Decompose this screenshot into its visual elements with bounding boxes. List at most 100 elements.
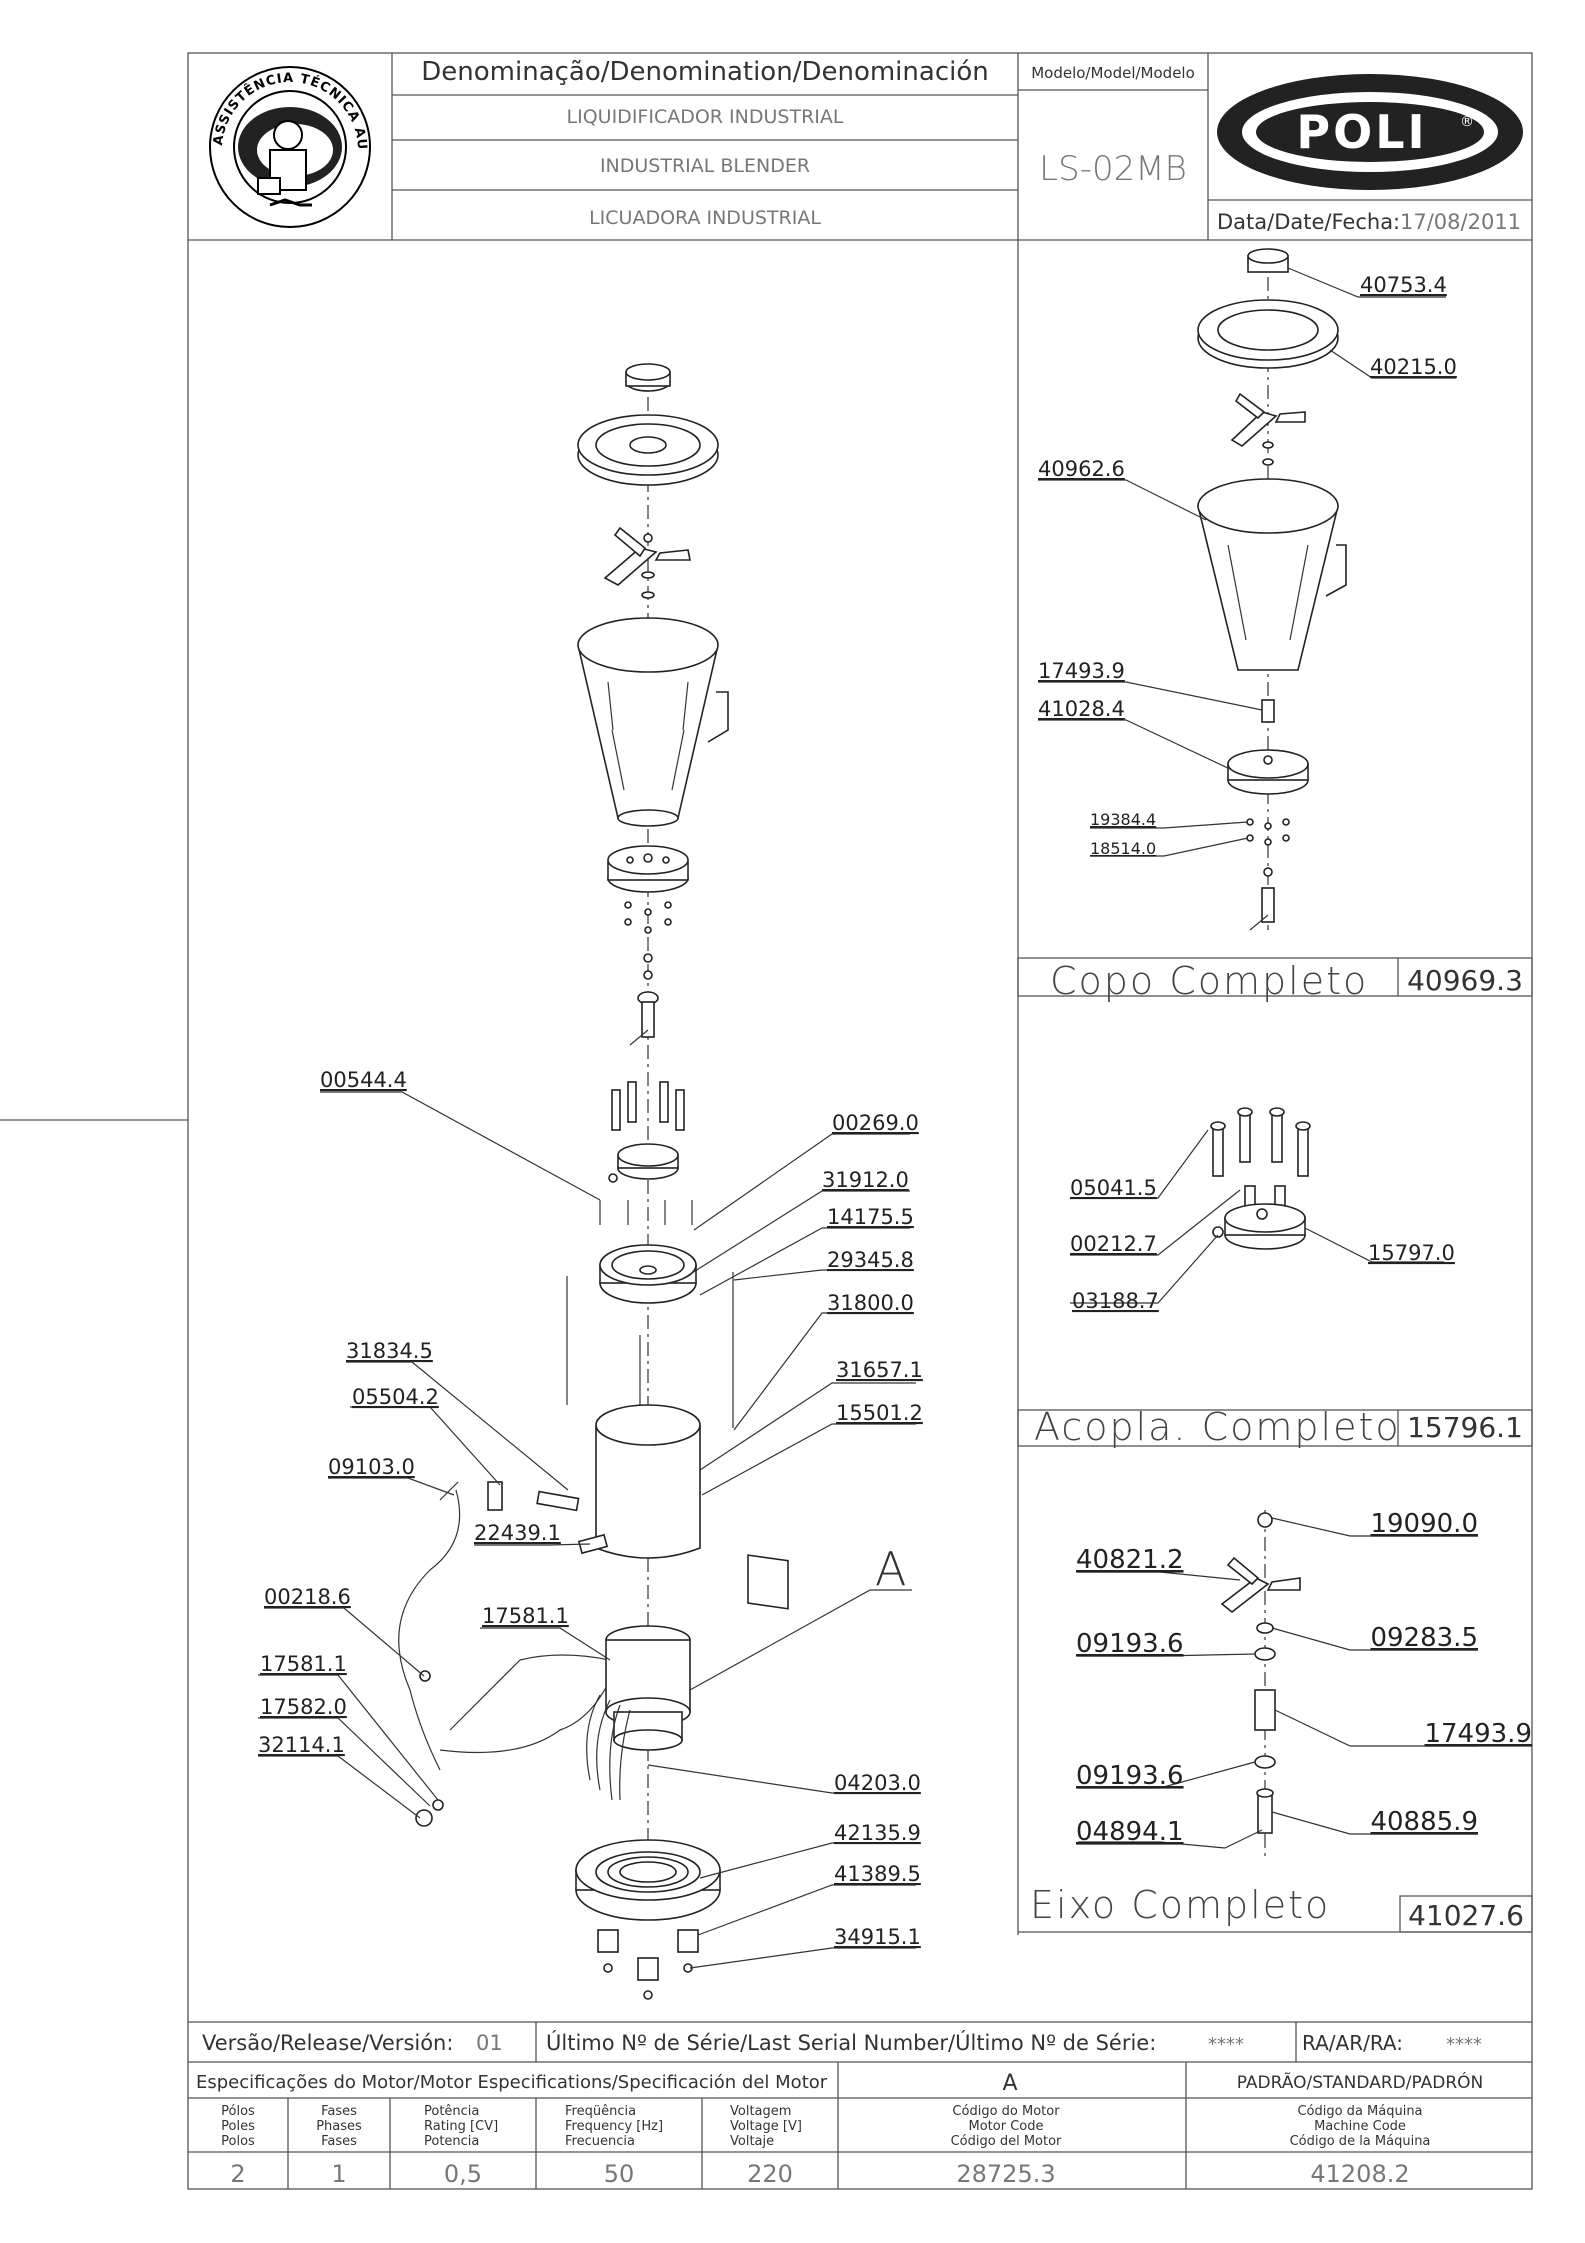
lid-cap	[625, 363, 671, 392]
part-number-15797-0: 15797.0	[1368, 1241, 1455, 1265]
standard-label: PADRÃO/STANDARD/PADRÓN	[1237, 2071, 1484, 2093]
part-number-14175-5: 14175.5	[827, 1205, 914, 1229]
svg-text:Poles: Poles	[221, 2119, 255, 2134]
svg-text:Código del Motor: Código del Motor	[951, 2134, 1062, 2149]
part-number-00544-4: 00544.4	[320, 1068, 407, 1092]
brand-name: POLI	[1296, 105, 1427, 159]
cup-assembly-code: 40969.3	[1407, 964, 1523, 997]
drawing-frame	[0, 52, 1533, 2190]
part-number-15501-2: 15501.2	[836, 1401, 923, 1425]
model-value: LS-02MB	[1039, 149, 1187, 189]
svg-text:Motor Code: Motor Code	[969, 2119, 1044, 2134]
part-number-31834-5: 31834.5	[346, 1339, 433, 1363]
product-name-pt: LIQUIDIFICADOR INDUSTRIAL	[567, 106, 844, 128]
col-frequency: Freqüência Frequency [Hz] Frecuencia 50	[565, 2104, 663, 2188]
version-value: 01	[476, 2031, 503, 2055]
poli-brand-logo: POLI ®	[1217, 74, 1523, 190]
part-number-40962-6: 40962.6	[1038, 457, 1125, 481]
product-name-en: INDUSTRIAL BLENDER	[600, 155, 810, 177]
svg-text:Voltage [V]: Voltage [V]	[730, 2119, 802, 2134]
part-number-17493-9-cup: 17493.9	[1038, 659, 1125, 683]
serial-label: Último Nº de Série/Last Serial Number/Úl…	[546, 2030, 1156, 2055]
shaft-assembly-detail: 19090.0 40821.2 09283.5 09193.6 17493.9 …	[1030, 1509, 1532, 1932]
coupling-assembly-code: 15796.1	[1407, 1411, 1523, 1444]
part-number-41028-4: 41028.4	[1038, 697, 1125, 721]
power-cable	[398, 1481, 611, 1827]
svg-text:Pólos: Pólos	[221, 2104, 255, 2119]
part-number-17582-0: 17582.0	[260, 1695, 347, 1719]
voltage-value: 220	[747, 2160, 793, 2188]
poles-value: 2	[230, 2160, 245, 2188]
part-number-18514-0: 18514.0	[1090, 839, 1156, 858]
svg-text:Fases: Fases	[321, 2134, 357, 2149]
screws	[599, 1200, 693, 1225]
svg-text:Potencia: Potencia	[424, 2134, 479, 2149]
date-label: Data/Date/Fecha:	[1217, 210, 1400, 234]
svg-text:Voltagem: Voltagem	[730, 2104, 791, 2119]
part-number-34915-1: 34915.1	[834, 1925, 921, 1949]
part-number-40215-0: 40215.0	[1370, 355, 1457, 379]
col-voltage: Voltagem Voltage [V] Voltaje 220	[730, 2104, 802, 2188]
switch-and-capacitor	[487, 1481, 609, 1555]
part-number-17581-1-cable: 17581.1	[260, 1652, 347, 1676]
svg-text:Código da Máquina: Código da Máquina	[1297, 2104, 1422, 2119]
authorized-service-seal-logo: ASSISTÊNCIA TÉCNICA AUTORIZADA	[0, 0, 371, 228]
detail-a-marker: A	[875, 1542, 906, 1596]
shaft-assembly-title: Eixo Completo	[1030, 1883, 1330, 1927]
brand-registered-mark: ®	[1460, 114, 1474, 130]
motor-housing	[595, 1404, 789, 1610]
title-block: ASSISTÊNCIA TÉCNICA AUTORIZADA Denominaç…	[0, 0, 1523, 234]
motor-code-value: 28725.3	[956, 2160, 1055, 2188]
svg-text:Rating [CV]: Rating [CV]	[424, 2119, 498, 2134]
specification-table: Versão/Release/Versión: 01 Último Nº de …	[196, 2030, 1483, 2188]
svg-text:Potência: Potência	[424, 2104, 479, 2119]
blade	[603, 526, 691, 599]
part-number-04894-1: 04894.1	[1076, 1817, 1184, 1847]
part-number-09193-6-lower: 09193.6	[1076, 1761, 1184, 1791]
cup-assembly-detail: 40753.4 40215.0 40962.6 17493.9 41028.4 …	[1038, 248, 1523, 1003]
part-number-05041-5: 05041.5	[1070, 1176, 1157, 1200]
main-exploded-view: 00544.4 00269.0 31912.0 14175.5 29345.8 …	[258, 363, 923, 2000]
part-number-09193-6-upper: 09193.6	[1076, 1629, 1184, 1659]
svg-text:Polos: Polos	[221, 2134, 255, 2149]
cup-base	[607, 845, 689, 1046]
motor-group: A	[1002, 2071, 1017, 2096]
part-number-19384-4: 19384.4	[1090, 810, 1156, 829]
date-value: 17/08/2011	[1400, 210, 1521, 234]
part-number-09283-5: 09283.5	[1370, 1623, 1478, 1653]
coupling-assembly-title: Acopla. Completo	[1034, 1405, 1401, 1449]
svg-text:Freqüência: Freqüência	[565, 2104, 636, 2119]
frequency-value: 50	[604, 2160, 635, 2188]
part-number-17581-1-motor: 17581.1	[482, 1604, 569, 1628]
coupling-assembly-detail: 05041.5 00212.7 03188.7 15797.0 Acopla. …	[1034, 1107, 1523, 1449]
part-number-03188-7: 03188.7	[1072, 1289, 1159, 1313]
svg-text:Phases: Phases	[316, 2119, 362, 2134]
part-number-42135-9: 42135.9	[834, 1821, 921, 1845]
svg-text:Frecuencia: Frecuencia	[565, 2134, 635, 2149]
part-number-17493-9-shaft: 17493.9	[1424, 1719, 1532, 1749]
part-number-41389-5: 41389.5	[834, 1862, 921, 1886]
part-number-05504-2: 05504.2	[352, 1385, 439, 1409]
svg-text:Voltaje: Voltaje	[730, 2134, 774, 2149]
col-phases: Fases Phases Fases 1	[316, 2104, 362, 2188]
motor-spec-label: Especificações do Motor/Motor Especifica…	[196, 2072, 828, 2093]
ra-label: RA/AR/RA:	[1302, 2031, 1403, 2055]
lid	[577, 414, 719, 486]
model-label: Modelo/Model/Modelo	[1031, 64, 1195, 82]
product-name-es: LICUADORA INDUSTRIAL	[589, 207, 821, 229]
part-number-40885-9: 40885.9	[1370, 1807, 1478, 1837]
motor-top-cover	[599, 1244, 697, 1304]
part-number-00218-6: 00218.6	[264, 1585, 351, 1609]
svg-text:Machine Code: Machine Code	[1314, 2119, 1406, 2134]
part-number-19090-0: 19090.0	[1370, 1509, 1478, 1539]
part-number-40753-4: 40753.4	[1360, 273, 1447, 297]
col-rating: Potência Rating [CV] Potencia 0,5	[424, 2104, 498, 2188]
svg-text:Código do Motor: Código do Motor	[952, 2104, 1060, 2119]
part-number-29345-8: 29345.8	[827, 1248, 914, 1272]
leader-lines	[258, 1091, 916, 1969]
cup	[577, 617, 729, 827]
svg-text:Código de la Máquina: Código de la Máquina	[1290, 2134, 1431, 2149]
part-number-32114-1: 32114.1	[258, 1733, 345, 1757]
shaft-assembly-code: 41027.6	[1408, 1899, 1524, 1932]
part-number-09103-0: 09103.0	[328, 1455, 415, 1479]
